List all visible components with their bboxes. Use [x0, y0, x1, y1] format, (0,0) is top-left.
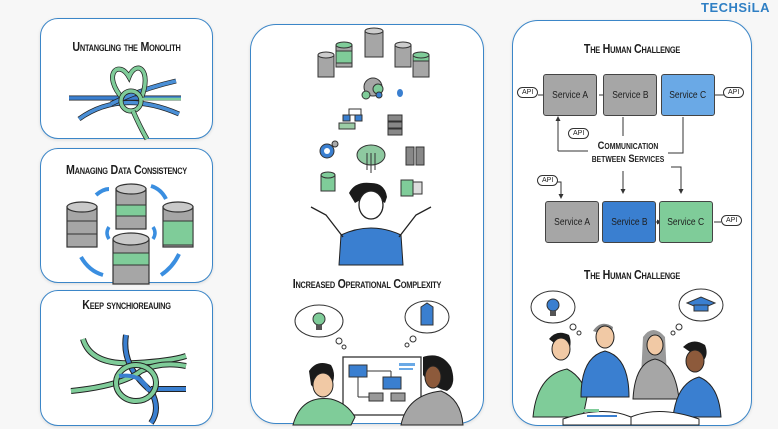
database-icon [115, 183, 147, 230]
cloud-icon [356, 144, 386, 173]
person-gray-icon [400, 355, 464, 426]
database-icon [162, 201, 194, 248]
person-blue-icon [580, 323, 630, 398]
server-icon [387, 114, 403, 136]
panel-untangling-monolith: Untangling the Monolith [40, 18, 213, 141]
section-subtitle: The Human Challenge [583, 267, 681, 282]
service-box: Service A [545, 201, 599, 243]
gear-icon [319, 140, 339, 159]
panel-title: The Human Challenge [583, 41, 681, 56]
panel-operational-complexity: Increased Operational Complexity [250, 24, 484, 426]
person-green-icon [292, 363, 356, 426]
panel-data-consistency: Managing Data Consistency [40, 148, 213, 285]
panel-keep-synchronizing: Keep synchioreauing [40, 290, 213, 426]
panel-title: Keep synchioreauing [82, 297, 171, 312]
server-icon [400, 179, 423, 197]
thought-bubble-lightbulb-icon [530, 290, 582, 336]
api-badge: API [723, 87, 745, 98]
thought-bubble-lightbulb-icon [294, 304, 347, 350]
communication-label: Communication between Services [591, 140, 665, 165]
tangled-ropes-icon [70, 334, 187, 425]
api-badge: API [517, 87, 539, 98]
api-badge: API [537, 175, 559, 186]
database-icon [66, 201, 98, 248]
brand-logo: TECHSiLA [701, 0, 770, 15]
thought-bubble-graduation-cap-icon [670, 288, 724, 336]
team-collaboration-icon [530, 288, 724, 426]
knot-icon [69, 65, 181, 141]
person-icon [310, 182, 432, 266]
thought-bubble-tag-icon [404, 300, 450, 348]
whiteboard-icon [342, 356, 422, 416]
person-juggling-infrastructure-icon [310, 27, 432, 266]
person-green-icon [532, 332, 588, 418]
service-box: Service B [603, 74, 657, 116]
api-badge: API [721, 215, 743, 226]
cluster-icon [361, 77, 384, 100]
person-gray-icon [632, 330, 680, 400]
database-icon [320, 171, 336, 192]
panel-title: Increased Operational Complexity [292, 276, 442, 291]
panel-human-challenge: The Human Challenge API Service A Servic… [512, 20, 752, 426]
database-icon [112, 232, 150, 285]
person-blue-dark-icon [672, 341, 722, 418]
database-sync-icon [66, 183, 194, 285]
service-box: Service A [543, 74, 597, 116]
open-book-icon [562, 409, 700, 426]
api-badge: API [568, 128, 590, 139]
database-icon [317, 27, 430, 78]
panel-title: Untangling the Monolith [72, 39, 181, 54]
org-chart-icon [338, 108, 363, 130]
service-box: Service B [602, 201, 656, 243]
service-box: Service C [661, 74, 715, 116]
rack-icon [405, 146, 425, 166]
panel-title: Managing Data Consistency [66, 162, 187, 177]
service-box: Service C [659, 201, 713, 243]
team-whiteboard-icon [292, 300, 464, 426]
